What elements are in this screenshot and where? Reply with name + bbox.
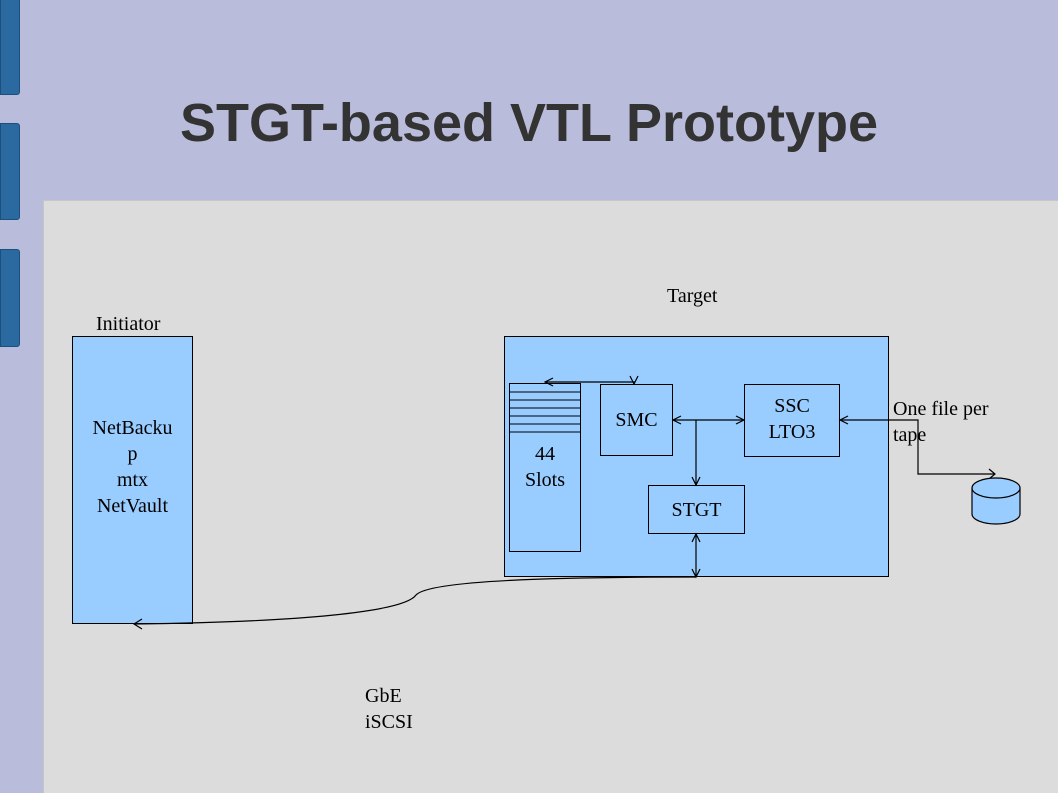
ssc-box: SSC LTO3 [744, 384, 840, 457]
slots-box-text: 44 Slots [510, 441, 580, 493]
one-file-line-1: One file per [893, 398, 989, 420]
ssc-line-1: SSC [774, 395, 810, 417]
side-tab-3 [0, 249, 20, 347]
network-connector [133, 576, 697, 625]
side-tab-2 [0, 123, 20, 220]
initiator-box: NetBacku p mtx NetVault [72, 336, 193, 624]
slots-arrowhead [543, 377, 554, 387]
slots-smc-connector [546, 381, 635, 384]
initiator-label: Initiator [96, 313, 161, 335]
initiator-arrowhead [132, 618, 143, 630]
side-tab-1 [0, 0, 20, 95]
network-line-1: GbE [365, 685, 402, 707]
smc-label: SMC [615, 409, 658, 431]
storage-arrowhead [988, 468, 996, 480]
slots-line-2: Slots [524, 469, 566, 491]
stgt-label: STGT [671, 499, 722, 521]
slot-lines [509, 391, 581, 433]
target-label: Target [667, 285, 718, 307]
initiator-line-4: NetVault [96, 495, 169, 517]
ssc-arrowhead [838, 415, 849, 425]
storage-cylinder-icon [971, 477, 1021, 525]
smc-box: SMC [600, 384, 673, 456]
initiator-box-text: NetBacku p mtx NetVault [73, 415, 192, 519]
smc-ssc-arrowhead-right [735, 415, 746, 425]
smc-ssc-arrowhead-left [671, 415, 682, 425]
initiator-line-3: mtx [116, 469, 149, 491]
stgt-arrowhead-top [691, 476, 701, 487]
initiator-line-2: p [127, 443, 138, 465]
ssc-storage-connector [840, 419, 995, 475]
network-label: GbE iSCSI [365, 683, 413, 735]
slide-title: STGT-based VTL Prototype [179, 93, 879, 153]
smc-arrowhead [629, 375, 639, 386]
slots-box: 44 Slots [509, 383, 581, 552]
ssc-box-text: SSC LTO3 [745, 393, 839, 445]
stgt-box: STGT [648, 485, 745, 534]
stgt-arrowhead-bottom [691, 532, 701, 543]
slots-line-1: 44 [535, 443, 555, 465]
initiator-line-1: NetBacku [92, 417, 173, 439]
network-line-2: iSCSI [365, 711, 413, 733]
ssc-line-2: LTO3 [768, 421, 816, 443]
